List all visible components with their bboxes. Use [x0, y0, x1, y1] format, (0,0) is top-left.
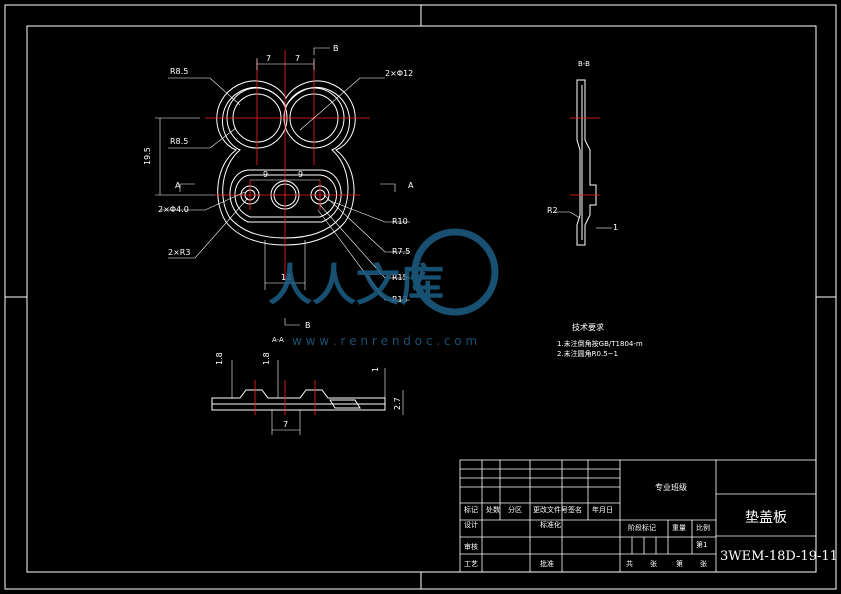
dim-2-phi4: 2×Φ4.0 — [158, 205, 189, 214]
dim-2-r3: 2×R3 — [168, 248, 190, 257]
title-block: 标记 处数 分区 更改文件号 签名 年月日 设计 标准化 审核 工艺 批准 阶段… — [459, 459, 838, 573]
dim-9b: 9 — [298, 170, 303, 179]
section-arrow-b-top: B — [333, 44, 339, 53]
tb-row-r1-0: 标记 — [464, 505, 478, 514]
dim-19-5: 19.5 — [143, 147, 152, 165]
watermark-title: 人人文库 — [268, 260, 444, 311]
tb-row-r1-3: 更改文件号 — [533, 505, 568, 514]
tb-row-r2-1: 标准化 — [540, 520, 561, 529]
tb-row-r2-0: 设计 — [464, 520, 478, 529]
section-a-label: A-A — [272, 336, 284, 344]
tb-row-r1-4: 签名 — [568, 505, 582, 514]
watermark-url: w w w . r e n r e n d o c . c o m — [292, 334, 477, 348]
dim-one-b: 1 — [613, 223, 618, 232]
tb-row-r3-0: 审核 — [464, 542, 478, 551]
tb-stage-0: 阶段标记 — [628, 523, 656, 532]
tech-req-item-2: 2.未注圆角R0.5~1 — [557, 349, 618, 358]
tb-bottom-3: 张 — [700, 559, 707, 568]
tb-part-name: 垫盖板 — [745, 510, 787, 526]
dim-1: 1 — [371, 367, 380, 372]
tb-row-r1-1: 处数 — [486, 505, 500, 514]
section-a-right: A — [408, 181, 414, 190]
tb-sheet: 第1 — [696, 540, 707, 549]
tech-req-heading: 技术要求 — [572, 322, 604, 332]
section-b-bottom: B — [305, 321, 311, 330]
tb-bottom-2: 第 — [676, 559, 683, 568]
dim-r8-5-mid: R8.5 — [170, 137, 188, 146]
section-a-left: A — [175, 181, 181, 190]
dim-r8-5-top: R8.5 — [170, 67, 188, 76]
dim-9a: 9 — [263, 170, 268, 179]
dim-r2: R2 — [547, 206, 558, 215]
dim-1-8a: 1.8 — [215, 352, 224, 365]
dim-2-7: 2.7 — [393, 397, 402, 410]
dim-top-7b: 7 — [295, 54, 300, 63]
tb-bottom-0: 共 — [626, 559, 633, 568]
dim-r15: R15 — [392, 273, 408, 282]
tb-row-r4-0: 工艺 — [464, 560, 478, 568]
tb-row-r1-5: 年月日 — [592, 505, 613, 514]
section-b-view: B-B R2 1 — [547, 60, 618, 246]
tb-bottom-1: 张 — [650, 559, 657, 568]
main-view: 7 7 B R8.5 R8.5 2×Φ12 19.5 9 9 A A 2×Φ4.… — [143, 44, 414, 330]
tb-drawing-number: 3WEM-18D-19-11 — [720, 549, 838, 564]
tb-center-label: 专业班级 — [655, 482, 687, 492]
dim-7: 7 — [283, 420, 288, 429]
tb-row-r4-1: 批准 — [540, 559, 554, 568]
dim-1-8b: 1.8 — [262, 352, 271, 365]
tech-req-item-1: 1.未注倒角按GB/T1804-m — [557, 339, 643, 348]
tb-row-r1-2: 分区 — [508, 505, 522, 514]
section-b-label: B-B — [578, 60, 590, 68]
watermark: 人人文库 w w w . r e n r e n d o c . c o m — [268, 228, 499, 348]
dim-top-7a: 7 — [266, 54, 271, 63]
tb-stage-2: 比例 — [696, 523, 710, 532]
tech-requirements: 技术要求 1.未注倒角按GB/T1804-m 2.未注圆角R0.5~1 — [557, 322, 643, 358]
dim-13: 13 — [281, 273, 291, 282]
dim-2-phi12: 2×Φ12 — [385, 69, 413, 78]
dim-r7-5: R7.5 — [392, 247, 410, 256]
dim-r10: R10 — [392, 217, 408, 226]
tb-stage-1: 重量 — [672, 524, 686, 532]
dim-r13: R13 — [392, 295, 408, 304]
section-a-view: A-A 1.8 1.8 1 2.7 7 — [211, 336, 404, 435]
